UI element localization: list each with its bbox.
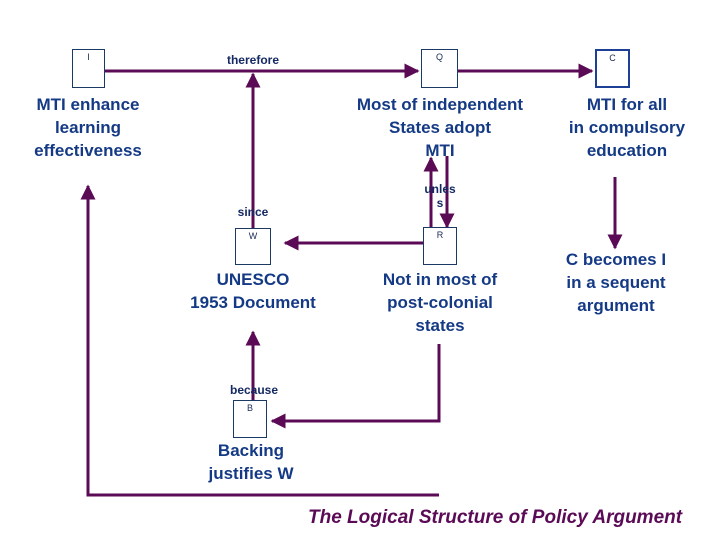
node-text-i-line1: MTI enhance — [36, 95, 140, 114]
annotation-c-becomes-i: C becomes I in a sequent argument — [535, 248, 697, 317]
node-text-r-line3: states — [415, 316, 465, 335]
node-box-r[interactable]: R — [423, 227, 457, 265]
edge-label-because: because — [229, 383, 279, 397]
node-text-b-line1: Backing — [217, 441, 285, 460]
node-text-q-line3: MTI — [425, 141, 455, 160]
node-text-r-line1: Not in most of — [382, 270, 498, 289]
node-box-q[interactable]: Q — [421, 49, 458, 88]
annotation-line1: C becomes I — [565, 250, 667, 269]
edge-label-unless-part1: unles — [424, 182, 456, 196]
node-text-q: Most of independent States adopt MTI — [340, 93, 540, 162]
node-text-r: Not in most of post-colonial states — [355, 268, 525, 337]
edge-r-down-to-b — [270, 344, 441, 429]
node-letter-w: W — [248, 231, 258, 241]
node-text-i: MTI enhance learning effectiveness — [8, 93, 168, 162]
node-text-i-line2: learning — [54, 118, 122, 137]
node-text-b-line2: justifies W — [208, 464, 294, 483]
node-text-q-line2: States adopt — [388, 118, 492, 137]
node-text-w-line1: UNESCO — [216, 270, 290, 289]
edge-feedback-loop-to-i — [80, 184, 439, 497]
node-box-c[interactable]: C — [595, 49, 630, 88]
node-box-b[interactable]: B — [233, 400, 267, 438]
annotation-line3: argument — [577, 296, 655, 315]
node-text-b: Backing justifies W — [175, 439, 327, 485]
edge-label-unless-part2: s — [436, 196, 444, 210]
node-text-w-line2: 1953 Document — [190, 293, 316, 312]
node-text-q-line1: Most of independent — [356, 95, 524, 114]
node-letter-b: B — [246, 403, 253, 413]
node-letter-i: I — [87, 52, 90, 62]
node-text-i-line3: effectiveness — [34, 141, 142, 160]
edge-label-therefore: therefore — [226, 53, 279, 67]
node-text-c: MTI for all in compulsory education — [545, 93, 709, 162]
node-letter-q: Q — [435, 52, 443, 62]
edge-label-since: since — [237, 205, 269, 219]
node-box-w[interactable]: W — [235, 228, 271, 265]
diagram-title: The Logical Structure of Policy Argument — [308, 507, 683, 528]
node-box-i[interactable]: I — [72, 49, 105, 88]
node-text-c-line2: in compulsory — [568, 118, 686, 137]
node-letter-r: R — [436, 230, 444, 240]
node-letter-c: C — [609, 53, 616, 63]
node-text-r-line2: post-colonial — [387, 293, 493, 312]
annotation-line2: in a sequent — [566, 273, 666, 292]
node-text-w: UNESCO 1953 Document — [163, 268, 343, 314]
node-text-c-line1: MTI for all — [586, 95, 668, 114]
node-text-c-line3: education — [586, 141, 668, 160]
